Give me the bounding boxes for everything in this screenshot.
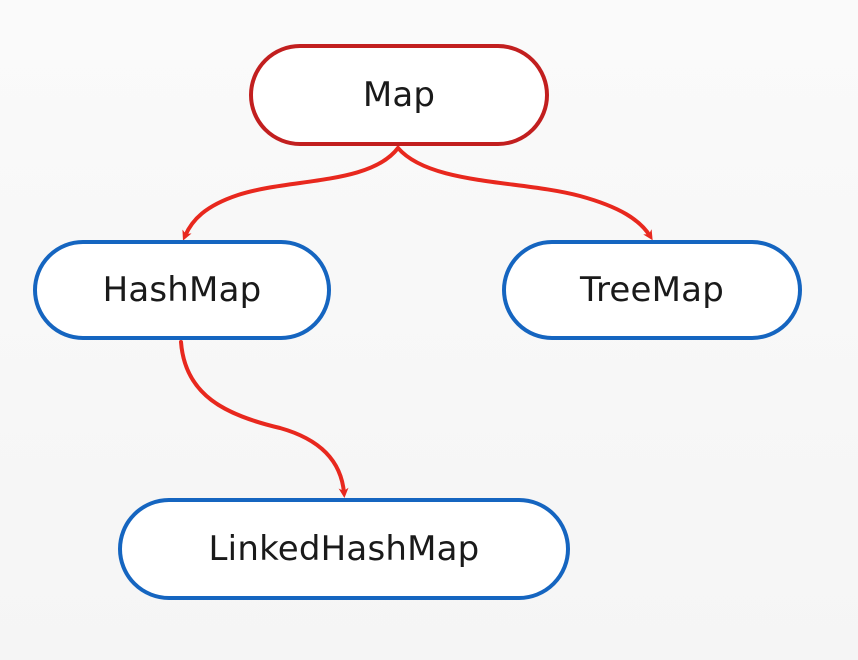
node-linkedhashmap: LinkedHashMap: [118, 498, 570, 600]
edge-map-to-hashmap: [182, 146, 400, 241]
node-linkedhashmap-label: LinkedHashMap: [208, 529, 480, 569]
node-map-label: Map: [362, 75, 436, 115]
node-hashmap-label: HashMap: [102, 270, 262, 310]
node-treemap: TreeMap: [502, 240, 802, 340]
node-treemap-label: TreeMap: [580, 270, 724, 310]
edge-hashmap-to-linkedhashmap: [179, 340, 349, 498]
edge-map-to-treemap: [396, 146, 653, 241]
node-hashmap: HashMap: [33, 240, 331, 340]
node-map: Map: [249, 44, 549, 146]
